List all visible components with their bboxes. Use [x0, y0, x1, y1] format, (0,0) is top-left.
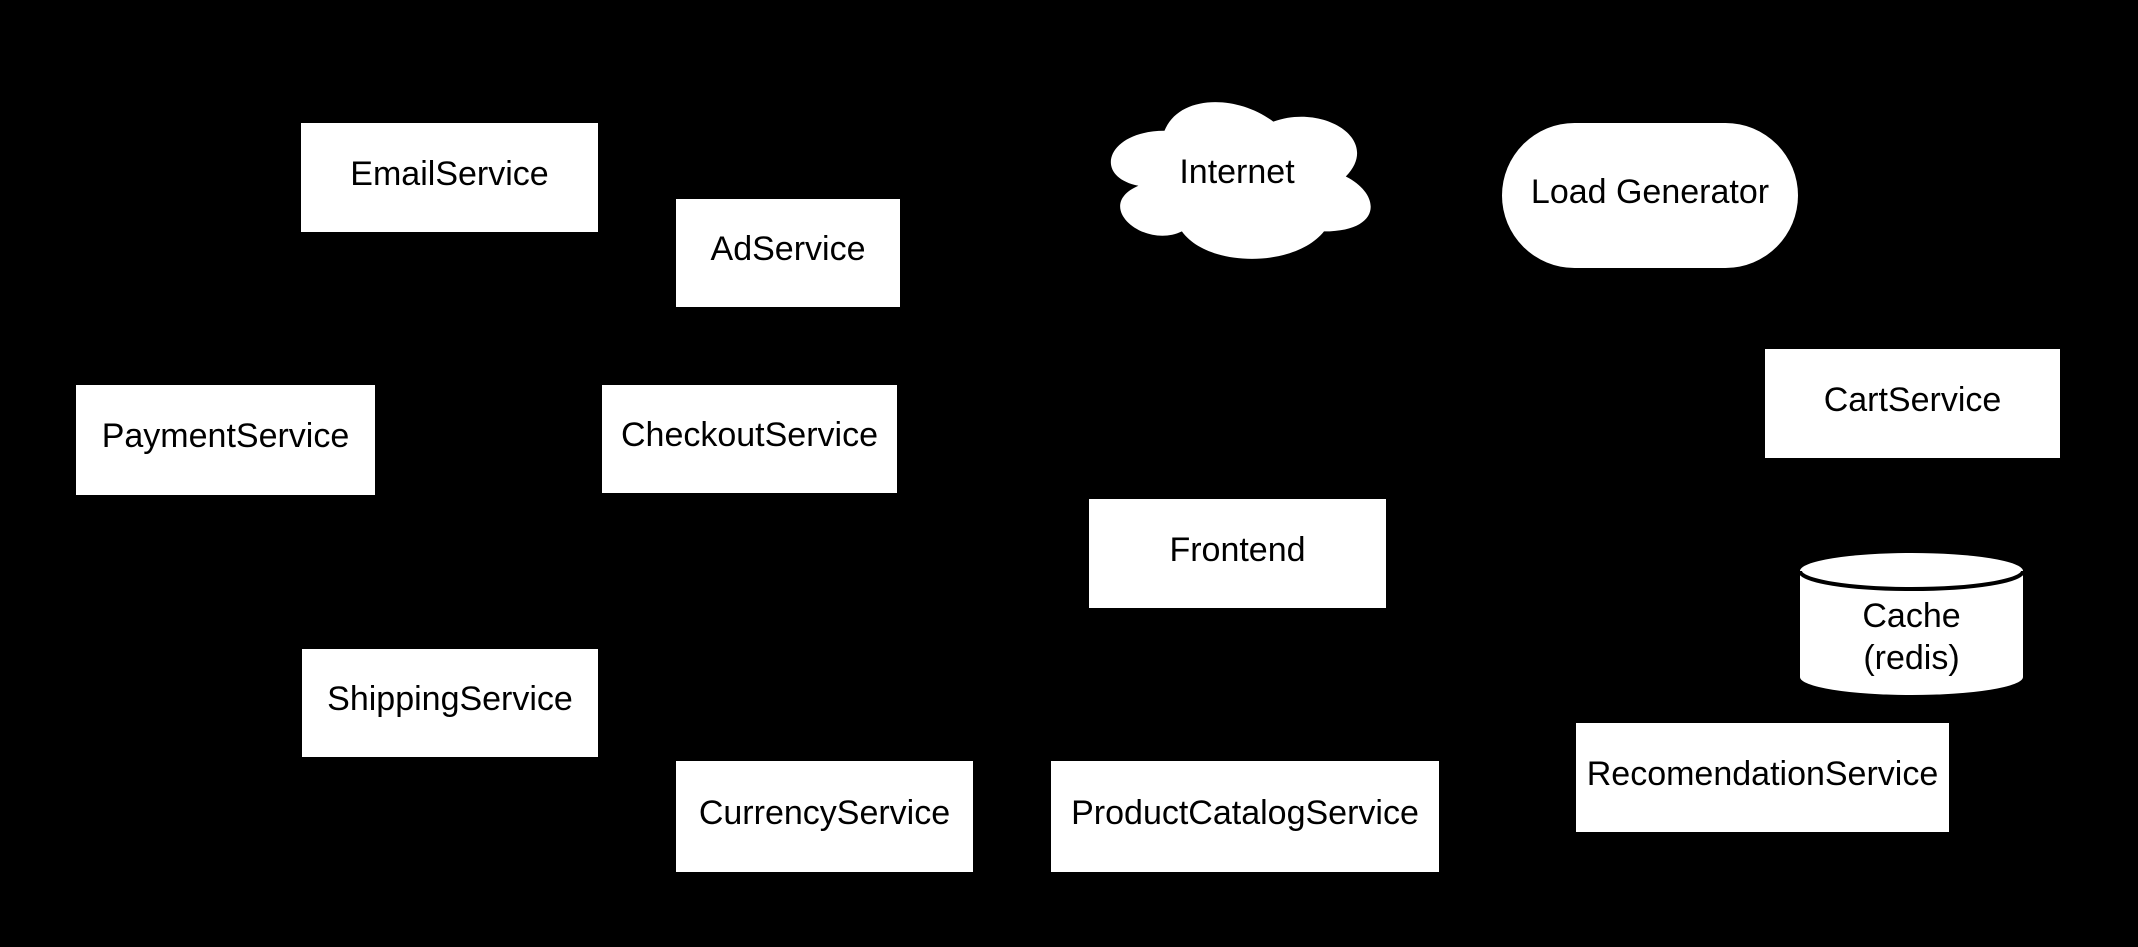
node-label: CartService [1823, 380, 2002, 419]
node-label: CurrencyService [698, 793, 951, 832]
node-frontend: Frontend [1089, 499, 1386, 608]
node-label: PaymentService [101, 417, 350, 456]
node-label: RecomendationService [1586, 754, 1939, 793]
node-email-service: EmailService [301, 123, 598, 232]
node-label: ShippingService [327, 680, 573, 719]
node-load-generator: Load Generator [1502, 123, 1798, 268]
node-internet: Internet [1092, 85, 1382, 268]
database-cylinder-icon [1800, 553, 2023, 695]
node-label: EmailService [350, 154, 549, 193]
node-cache-redis: Cache (redis) [1800, 553, 2023, 695]
node-currency-service: CurrencyService [676, 761, 973, 872]
node-label-line2: (redis) [1863, 639, 1960, 677]
node-label: ProductCatalogService [1071, 793, 1419, 832]
node-label: Internet [1179, 152, 1295, 191]
node-label-line1: Cache [1862, 596, 1961, 635]
node-product-catalog-service: ProductCatalogService [1051, 761, 1439, 872]
node-cart-service: CartService [1765, 349, 2060, 458]
cloud-icon [1110, 102, 1371, 259]
node-payment-service: PaymentService [76, 385, 375, 495]
node-ad-service: AdService [676, 199, 900, 307]
node-label: AdService [710, 230, 866, 269]
node-checkout-service: CheckoutService [602, 385, 897, 493]
node-label: Frontend [1169, 530, 1306, 569]
node-label: Cache (redis) [1862, 569, 1960, 679]
node-label: Load Generator [1530, 172, 1770, 211]
node-recomendation-service: RecomendationService [1576, 723, 1949, 832]
node-shipping-service: ShippingService [302, 649, 598, 757]
node-label: CheckoutService [620, 416, 878, 455]
